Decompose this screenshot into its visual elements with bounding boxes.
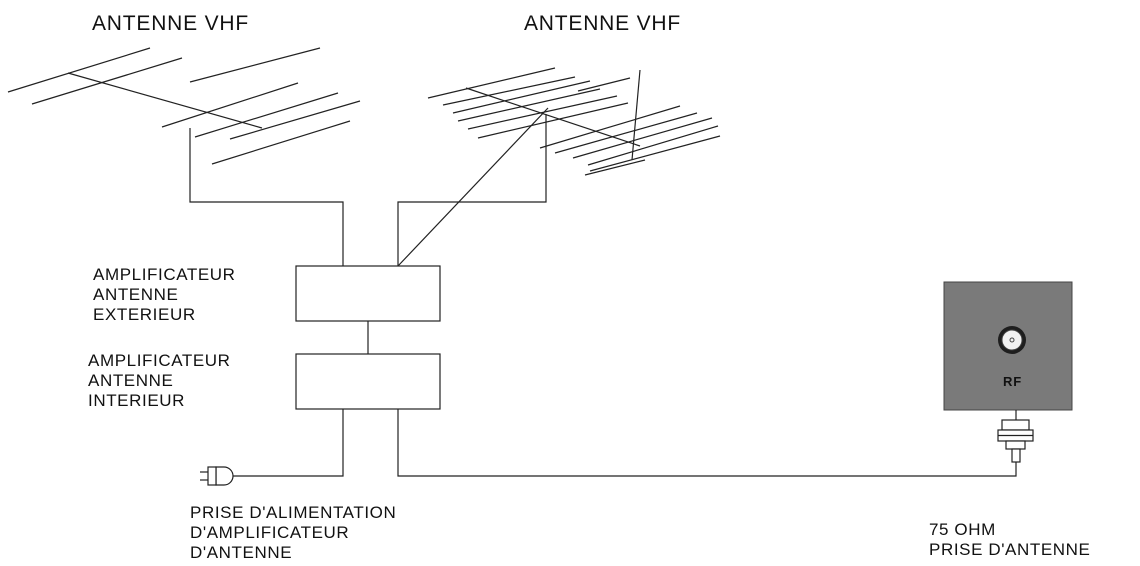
outdoor-amplifier-line-2: ANTENNE	[93, 285, 179, 304]
power-cable	[232, 409, 344, 477]
right-vhf-antenna	[427, 67, 721, 176]
tv-rf-panel	[943, 281, 1073, 411]
outdoor-amplifier-line-1: AMPLIFICATEUR	[93, 265, 236, 284]
right-feed-diagonal	[397, 107, 549, 267]
antenna-jack-line-1: 75 OHM	[929, 520, 996, 539]
right-feed-cable	[397, 114, 547, 266]
outdoor-amplifier-label: AMPLIFICATEUR ANTENNE EXTERIEUR	[93, 265, 236, 325]
rf-cable	[397, 409, 1017, 477]
left-feed-cable	[189, 128, 344, 266]
left-vhf-antenna	[7, 47, 361, 165]
left-antenna-label: ANTENNE VHF	[92, 12, 249, 35]
outdoor-amplifier-box	[295, 265, 441, 322]
power-plug-line-3: D'ANTENNE	[190, 543, 293, 562]
indoor-amplifier-label: AMPLIFICATEUR ANTENNE INTERIEUR	[88, 351, 231, 411]
antenna-jack-label: 75 OHM PRISE D'ANTENNE	[929, 520, 1091, 560]
antenna-jack-line-2: PRISE D'ANTENNE	[929, 540, 1091, 559]
power-plug-line-1: PRISE D'ALIMENTATION	[190, 503, 397, 522]
power-plug-label: PRISE D'ALIMENTATION D'AMPLIFICATEUR D'A…	[190, 503, 396, 563]
rf-socket-label: RF	[1003, 374, 1022, 389]
coax-connector-icon	[997, 410, 1034, 463]
indoor-amplifier-line-1: AMPLIFICATEUR	[88, 351, 231, 370]
outdoor-amplifier-line-3: EXTERIEUR	[93, 305, 196, 324]
indoor-amplifier-line-2: ANTENNE	[88, 371, 174, 390]
right-antenna-label: ANTENNE VHF	[524, 12, 681, 35]
power-plug-line-2: D'AMPLIFICATEUR	[190, 523, 350, 542]
indoor-amplifier-box	[295, 353, 441, 410]
power-plug-icon	[200, 466, 234, 486]
indoor-amplifier-line-3: INTERIEUR	[88, 391, 186, 410]
